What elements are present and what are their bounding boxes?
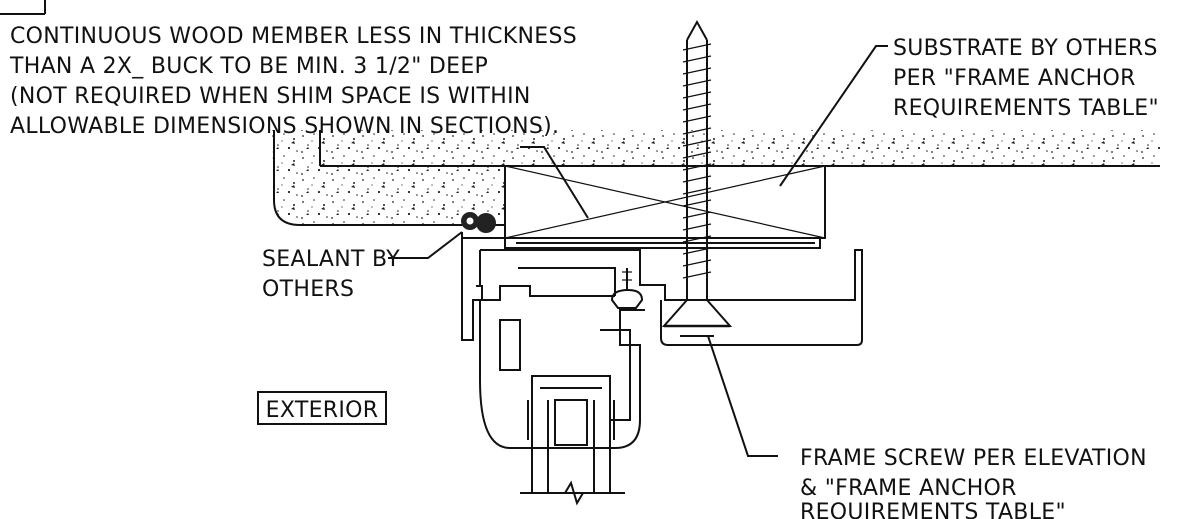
frame-screw-note: FRAME SCREW PER ELEVATION & "FRAME ANCHO… — [800, 446, 1154, 519]
exterior-label: EXTERIOR — [266, 398, 379, 423]
title-box-corner — [0, 0, 46, 15]
sealant-note-line: OTHERS — [262, 277, 354, 302]
sealant-beads — [461, 212, 496, 233]
substrate-note: SUBSTRATE BY OTHERS PER "FRAME ANCHOR RE… — [893, 36, 1165, 121]
exterior-tag: EXTERIOR — [257, 391, 387, 425]
wood-member-note-line: CONTINUOUS WOOD MEMBER LESS IN THICKNESS — [10, 24, 577, 49]
wood-member-note: CONTINUOUS WOOD MEMBER LESS IN THICKNESS… — [9, 24, 584, 139]
sealant-note-line: SEALANT BY — [262, 247, 400, 272]
sash-glazing — [520, 375, 625, 506]
substrate-note-line: REQUIREMENTS TABLE" — [893, 96, 1159, 121]
leader-lines — [388, 45, 888, 457]
sealant-note: SEALANT BY OTHERS — [262, 247, 407, 302]
substrate-concrete — [272, 130, 1160, 226]
frame-screw-note-line: & "FRAME ANCHOR — [800, 476, 1017, 501]
frame-screw-note-line: REQUIREMENTS TABLE" — [800, 500, 1066, 519]
wood-member-note-line: ALLOWABLE DIMENSIONS SHOWN IN SECTIONS). — [10, 114, 559, 139]
wood-member-note-line: (NOT REQUIRED WHEN SHIM SPACE IS WITHIN — [10, 84, 531, 109]
wood-member-note-line: THAN A 2X_ BUCK TO BE MIN. 3 1/2" DEEP — [9, 54, 488, 79]
frame-screw — [661, 19, 733, 337]
frame-screw-note-line: FRAME SCREW PER ELEVATION — [800, 446, 1147, 471]
substrate-note-line: SUBSTRATE BY OTHERS — [893, 36, 1158, 61]
wood-buck-member — [462, 165, 826, 239]
window-frame-profile — [461, 232, 863, 449]
substrate-note-line: PER "FRAME ANCHOR — [893, 66, 1136, 91]
